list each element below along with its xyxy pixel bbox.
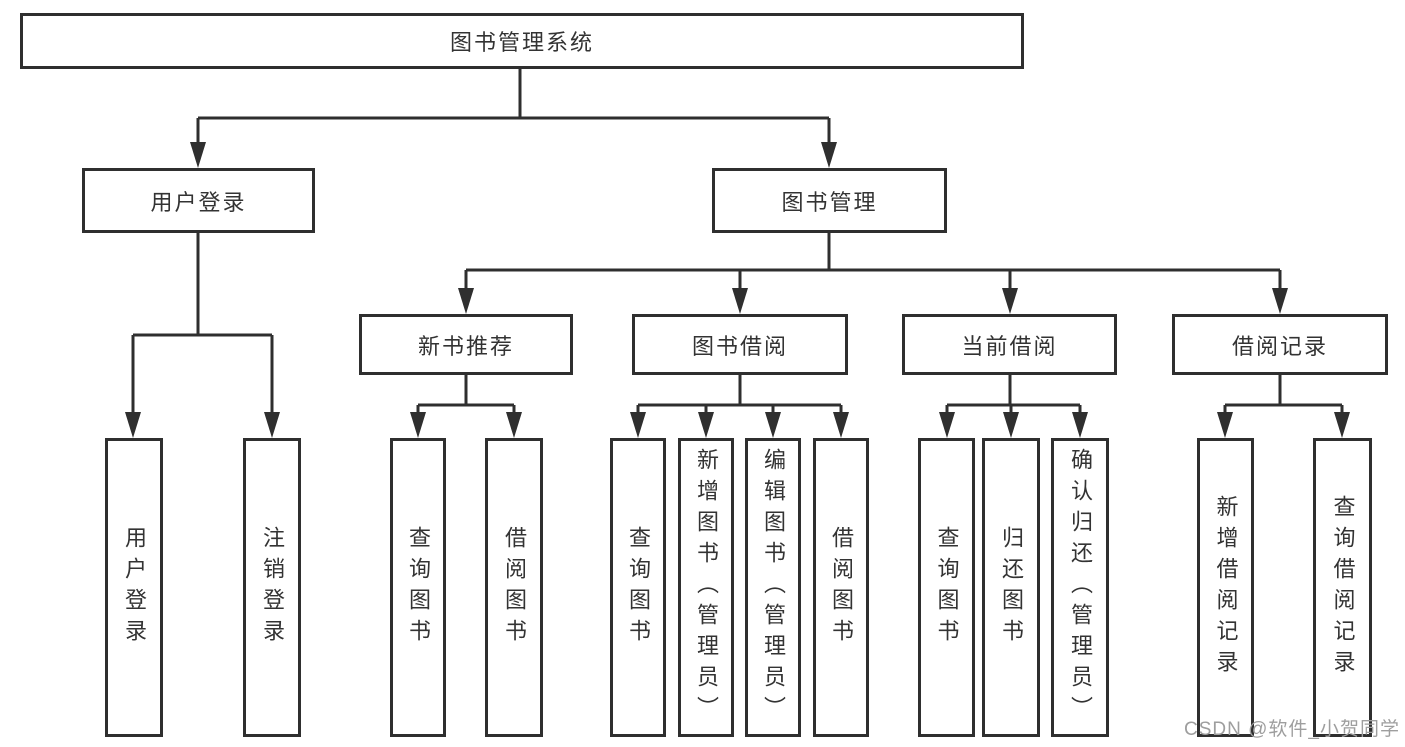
leaf-user-login: 用户登录: [105, 438, 163, 737]
node-borrow-records: 借阅记录: [1172, 314, 1388, 375]
node-label: 当前借阅: [961, 333, 1058, 359]
leaf-add-borrow-record: 新增借阅记录: [1197, 438, 1254, 737]
node-label: 用户登录: [122, 525, 147, 650]
node-label: 图书管理系统: [449, 30, 594, 55]
node-current-borrow: 当前借阅: [902, 314, 1117, 375]
arrowheads: [125, 142, 1350, 438]
leaf-query-books-borrow: 查询图书: [610, 438, 666, 737]
node-label: 图书借阅: [691, 333, 788, 359]
leaf-edit-books-admin: 编辑图书（管理员）: [745, 438, 801, 737]
node-book-management: 图书管理: [712, 168, 947, 233]
node-label: 编辑图书（管理员）: [761, 448, 786, 727]
node-label: 归还图书: [999, 525, 1024, 650]
node-label: 查询图书: [626, 525, 651, 650]
node-label: 图书管理: [781, 189, 878, 215]
leaf-query-books-recommend: 查询图书: [390, 438, 446, 737]
leaf-borrow-books-recommend: 借阅图书: [485, 438, 543, 737]
node-label: 查询借阅记录: [1330, 494, 1356, 681]
node-label: 新增图书（管理员）: [694, 448, 719, 727]
leaf-borrow-books: 借阅图书: [813, 438, 869, 737]
leaf-return-books: 归还图书: [982, 438, 1040, 737]
node-new-book-recommend: 新书推荐: [359, 314, 573, 375]
node-label: 借阅图书: [502, 525, 527, 650]
node-label: 新书推荐: [417, 333, 514, 359]
csdn-watermark: CSDN @软件_小贺同学: [1184, 719, 1400, 740]
node-library-management-system: 图书管理系统: [20, 13, 1024, 69]
leaf-query-borrow-record: 查询借阅记录: [1313, 438, 1372, 737]
node-label: 查询图书: [406, 525, 431, 650]
node-book-borrow: 图书借阅: [632, 314, 848, 375]
node-label: 借阅记录: [1231, 333, 1328, 359]
node-label: 确认归还（管理员）: [1068, 448, 1093, 727]
leaf-confirm-return-admin: 确认归还（管理员）: [1051, 438, 1109, 737]
leaf-query-books-current: 查询图书: [918, 438, 975, 737]
leaf-logout: 注销登录: [243, 438, 301, 737]
node-label: 借阅图书: [829, 525, 854, 650]
leaf-add-books-admin: 新增图书（管理员）: [678, 438, 734, 737]
node-label: 新增借阅记录: [1213, 494, 1239, 681]
node-label: 用户登录: [150, 189, 247, 215]
node-label: 注销登录: [260, 525, 285, 650]
node-user-login: 用户登录: [82, 168, 315, 233]
node-label: 查询图书: [934, 525, 960, 650]
